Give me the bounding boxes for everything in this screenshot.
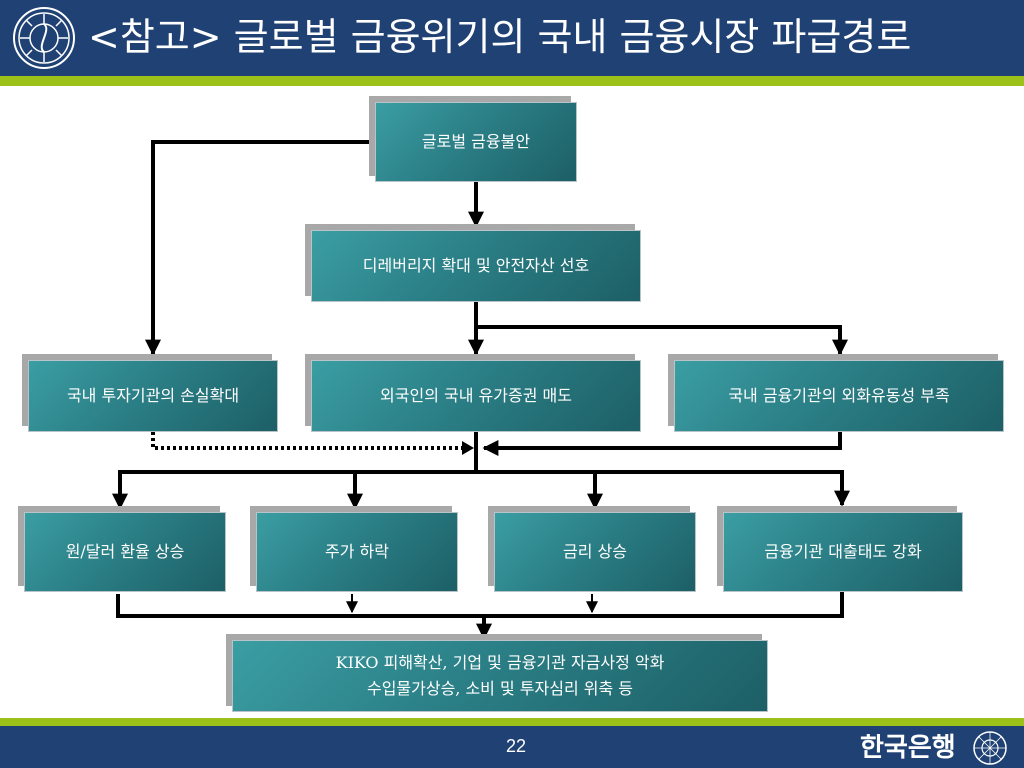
bank-emblem-icon bbox=[13, 7, 75, 69]
bank-logo-text: 한국은행 bbox=[860, 733, 956, 763]
dotted-arrowhead bbox=[462, 441, 474, 455]
node-deleveraging: 디레버리지 확대 및 안전자산 선호 bbox=[311, 230, 641, 302]
node-stock-fall: 주가 하락 bbox=[256, 512, 458, 592]
connector-global-to-domestic-loss bbox=[145, 140, 376, 356]
connector-deleverage-to-fx bbox=[476, 325, 848, 356]
header-accent-line bbox=[0, 76, 1024, 86]
outcome-line-2: 수입물가상승, 소비 및 투자심리 위축 등 bbox=[366, 679, 634, 698]
bank-logo-emblem-icon bbox=[973, 731, 1007, 765]
connector-fx-to-junction bbox=[482, 432, 842, 456]
node-foreign-selling: 외국인의 국내 유가증권 매도 bbox=[311, 360, 641, 432]
node-global-financial-anxiety: 글로벌 금융불안 bbox=[375, 102, 577, 182]
page-title: <참고> 글로벌 금융위기의 국내 금융시장 파급경로 bbox=[88, 15, 912, 59]
footer-accent-line bbox=[0, 718, 1024, 726]
node-lending-tightening: 금융기관 대출태도 강화 bbox=[723, 512, 963, 592]
node-outcome: KIKO 피해확산, 기업 및 금융기관 자금사정 악화 수입물가상승, 소비 … bbox=[232, 640, 768, 712]
node-domestic-investor-loss: 국내 투자기관의 손실확대 bbox=[28, 360, 278, 432]
node-fx-liquidity-shortage: 국내 금융기관의 외화유동성 부족 bbox=[674, 360, 1004, 432]
slide-footer bbox=[0, 726, 1024, 768]
page-number: 22 bbox=[505, 736, 527, 756]
connector-domestic-loss-dotted bbox=[151, 432, 466, 450]
slide-header bbox=[0, 0, 1024, 76]
outcome-line-1: KIKO 피해확산, 기업 및 금융기관 자금사정 악화 bbox=[335, 653, 665, 672]
node-rate-rise: 금리 상승 bbox=[494, 512, 696, 592]
node-fx-rate-rise: 원/달러 환율 상승 bbox=[24, 512, 226, 592]
connector-collect-bar bbox=[116, 592, 844, 618]
